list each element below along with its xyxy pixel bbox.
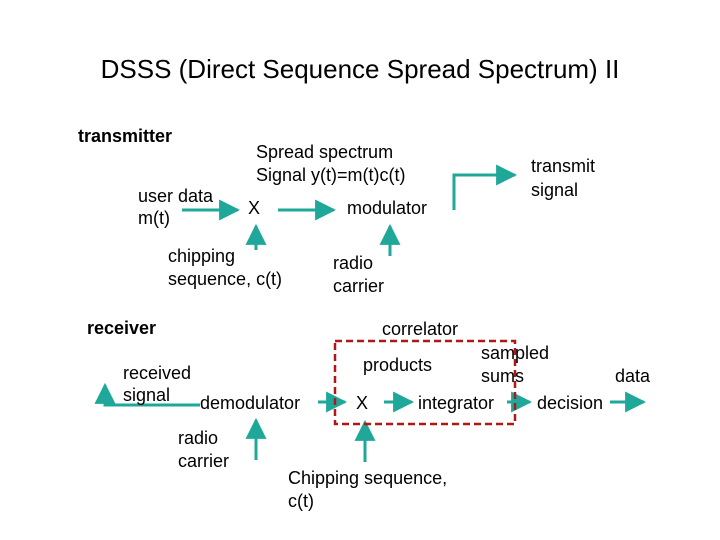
radio-carrier-label: radio	[333, 253, 374, 273]
data-output-label: data	[615, 366, 651, 386]
sampled-sums-label-line2: sums	[481, 366, 525, 386]
sampled-sums-label: sampled	[481, 343, 550, 363]
decision-block: decision	[537, 393, 604, 413]
integrator-block: integrator	[418, 393, 495, 413]
transmit-signal-label: transmit	[531, 156, 596, 176]
received-signal-label-line2: signal	[123, 385, 171, 405]
page-title: DSSS (Direct Sequence Spread Spectrum) I…	[100, 54, 620, 84]
transmitter-label: transmitter	[78, 126, 173, 146]
arrow-modulator-to-transmit	[452, 164, 518, 210]
receiver-multiplier: X	[356, 393, 369, 413]
transmitter-multiplier: X	[248, 198, 261, 218]
products-label: products	[363, 355, 433, 375]
user-data-symbol: m(t)	[138, 208, 170, 228]
spread-signal-label: Spread spectrum	[256, 142, 394, 162]
correlator-label: correlator	[382, 319, 459, 339]
correlator-box	[333, 339, 517, 426]
transmit-signal-label-line2: signal	[531, 180, 579, 200]
radio-carrier-label-line2: carrier	[333, 276, 385, 296]
receiver-radio-carrier-label-line2: carrier	[178, 451, 230, 471]
received-signal-label: received	[123, 363, 192, 383]
user-data-label: user data	[138, 186, 214, 206]
receiver-radio-carrier-label: radio	[178, 428, 219, 448]
receiver-chipping-label: Chipping sequence,	[288, 468, 448, 488]
spread-signal-formula: Signal y(t)=m(t)c(t)	[256, 165, 406, 185]
chipping-sequence-label: chipping	[168, 246, 236, 266]
receiver-chipping-symbol: c(t)	[288, 491, 314, 511]
modulator-block: modulator	[347, 198, 428, 218]
chipping-sequence-symbol: sequence, c(t)	[168, 269, 283, 289]
demodulator-block: demodulator	[200, 393, 301, 413]
arrow-received-signal	[94, 382, 200, 407]
receiver-label: receiver	[87, 318, 157, 338]
